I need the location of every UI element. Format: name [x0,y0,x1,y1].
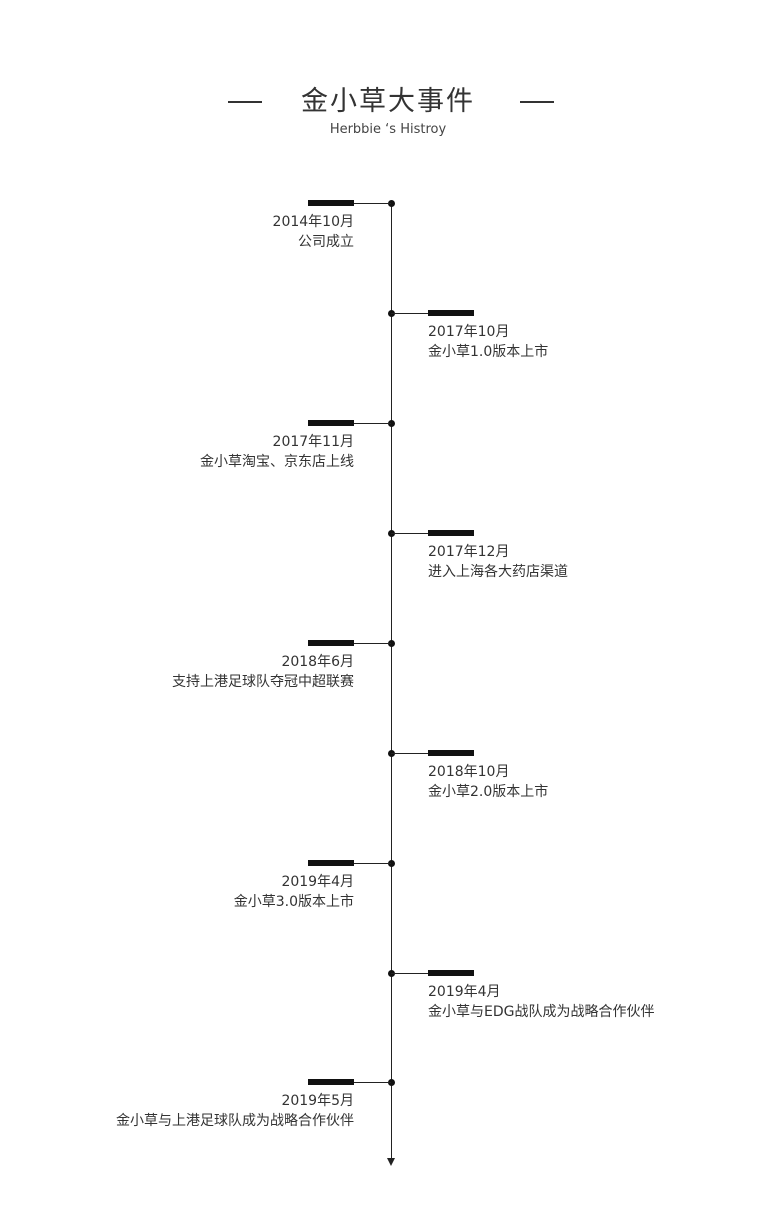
timeline-dot [388,1079,395,1086]
timeline-dot [388,200,395,207]
timeline-axis [390,203,392,1158]
timeline-connector [391,973,428,974]
timeline-marker-bar [428,970,474,976]
event-text: 2019年4月 金小草3.0版本上市 [234,872,354,912]
timeline-connector [354,203,391,204]
timeline-connector [354,643,391,644]
timeline-event: 2019年4月 金小草与EDG战队成为战略合作伙伴 [0,970,776,1043]
timeline-marker-bar [428,530,474,536]
event-text: 2014年10月 公司成立 [273,212,354,252]
timeline-event: 2019年5月 金小草与上港足球队成为战略合作伙伴 [0,1079,776,1152]
timeline-connector [391,533,428,534]
event-date: 2019年5月 [281,1093,354,1109]
timeline-dot [388,860,395,867]
timeline-marker-bar [308,420,354,426]
event-description: 进入上海各大药店渠道 [428,564,568,580]
timeline-event: 2014年10月 公司成立 [0,200,776,273]
timeline-connector [354,863,391,864]
event-date: 2017年10月 [428,324,510,340]
event-date: 2017年12月 [428,544,510,560]
event-text: 2017年12月 进入上海各大药店渠道 [428,542,568,582]
event-date: 2019年4月 [281,874,354,890]
page-header: 金小草大事件 Herbbie ‘s Histroy [0,82,776,152]
page-title: 金小草大事件 [301,86,475,117]
timeline-marker-bar [308,860,354,866]
event-description: 金小草3.0版本上市 [233,894,354,910]
page-subtitle: Herbbie ‘s Histroy [329,122,447,137]
timeline-arrow-icon [387,1158,395,1166]
event-text: 2018年10月 金小草2.0版本上市 [428,762,548,802]
event-text: 2018年6月 支持上港足球队夺冠中超联赛 [172,652,354,692]
event-description: 金小草与上港足球队成为战略合作伙伴 [116,1113,354,1129]
timeline-marker-bar [308,200,354,206]
timeline-marker-bar [308,1079,354,1085]
event-date: 2019年4月 [428,984,501,1000]
timeline-event: 2019年4月 金小草3.0版本上市 [0,860,776,933]
timeline-connector [354,423,391,424]
event-date: 2014年10月 [272,214,354,230]
timeline-connector [354,1082,391,1083]
event-text: 2017年10月 金小草1.0版本上市 [428,322,548,362]
timeline-dot [388,640,395,647]
event-description: 支持上港足球队夺冠中超联赛 [172,674,354,690]
event-description: 金小草淘宝、京东店上线 [200,454,354,470]
title-dash-right [520,101,554,103]
event-text: 2017年11月 金小草淘宝、京东店上线 [200,432,354,472]
timeline-connector [391,313,428,314]
title-dash-left [228,101,262,103]
event-text: 2019年4月 金小草与EDG战队成为战略合作伙伴 [428,982,654,1022]
timeline-event: 2017年12月 进入上海各大药店渠道 [0,530,776,603]
event-description: 金小草2.0版本上市 [428,784,549,800]
timeline-event: 2017年11月 金小草淘宝、京东店上线 [0,420,776,493]
event-date: 2018年10月 [428,764,510,780]
event-description: 金小草与EDG战队成为战略合作伙伴 [428,1004,655,1020]
event-date: 2017年11月 [272,434,354,450]
timeline-marker-bar [428,750,474,756]
timeline-event: 2018年10月 金小草2.0版本上市 [0,750,776,823]
timeline-dot [388,420,395,427]
timeline-marker-bar [308,640,354,646]
event-text: 2019年5月 金小草与上港足球队成为战略合作伙伴 [116,1091,354,1131]
event-date: 2018年6月 [281,654,354,670]
event-description: 金小草1.0版本上市 [428,344,549,360]
timeline-marker-bar [428,310,474,316]
timeline-event: 2018年6月 支持上港足球队夺冠中超联赛 [0,640,776,713]
event-description: 公司成立 [298,234,354,250]
timeline-event: 2017年10月 金小草1.0版本上市 [0,310,776,383]
timeline-connector [391,753,428,754]
